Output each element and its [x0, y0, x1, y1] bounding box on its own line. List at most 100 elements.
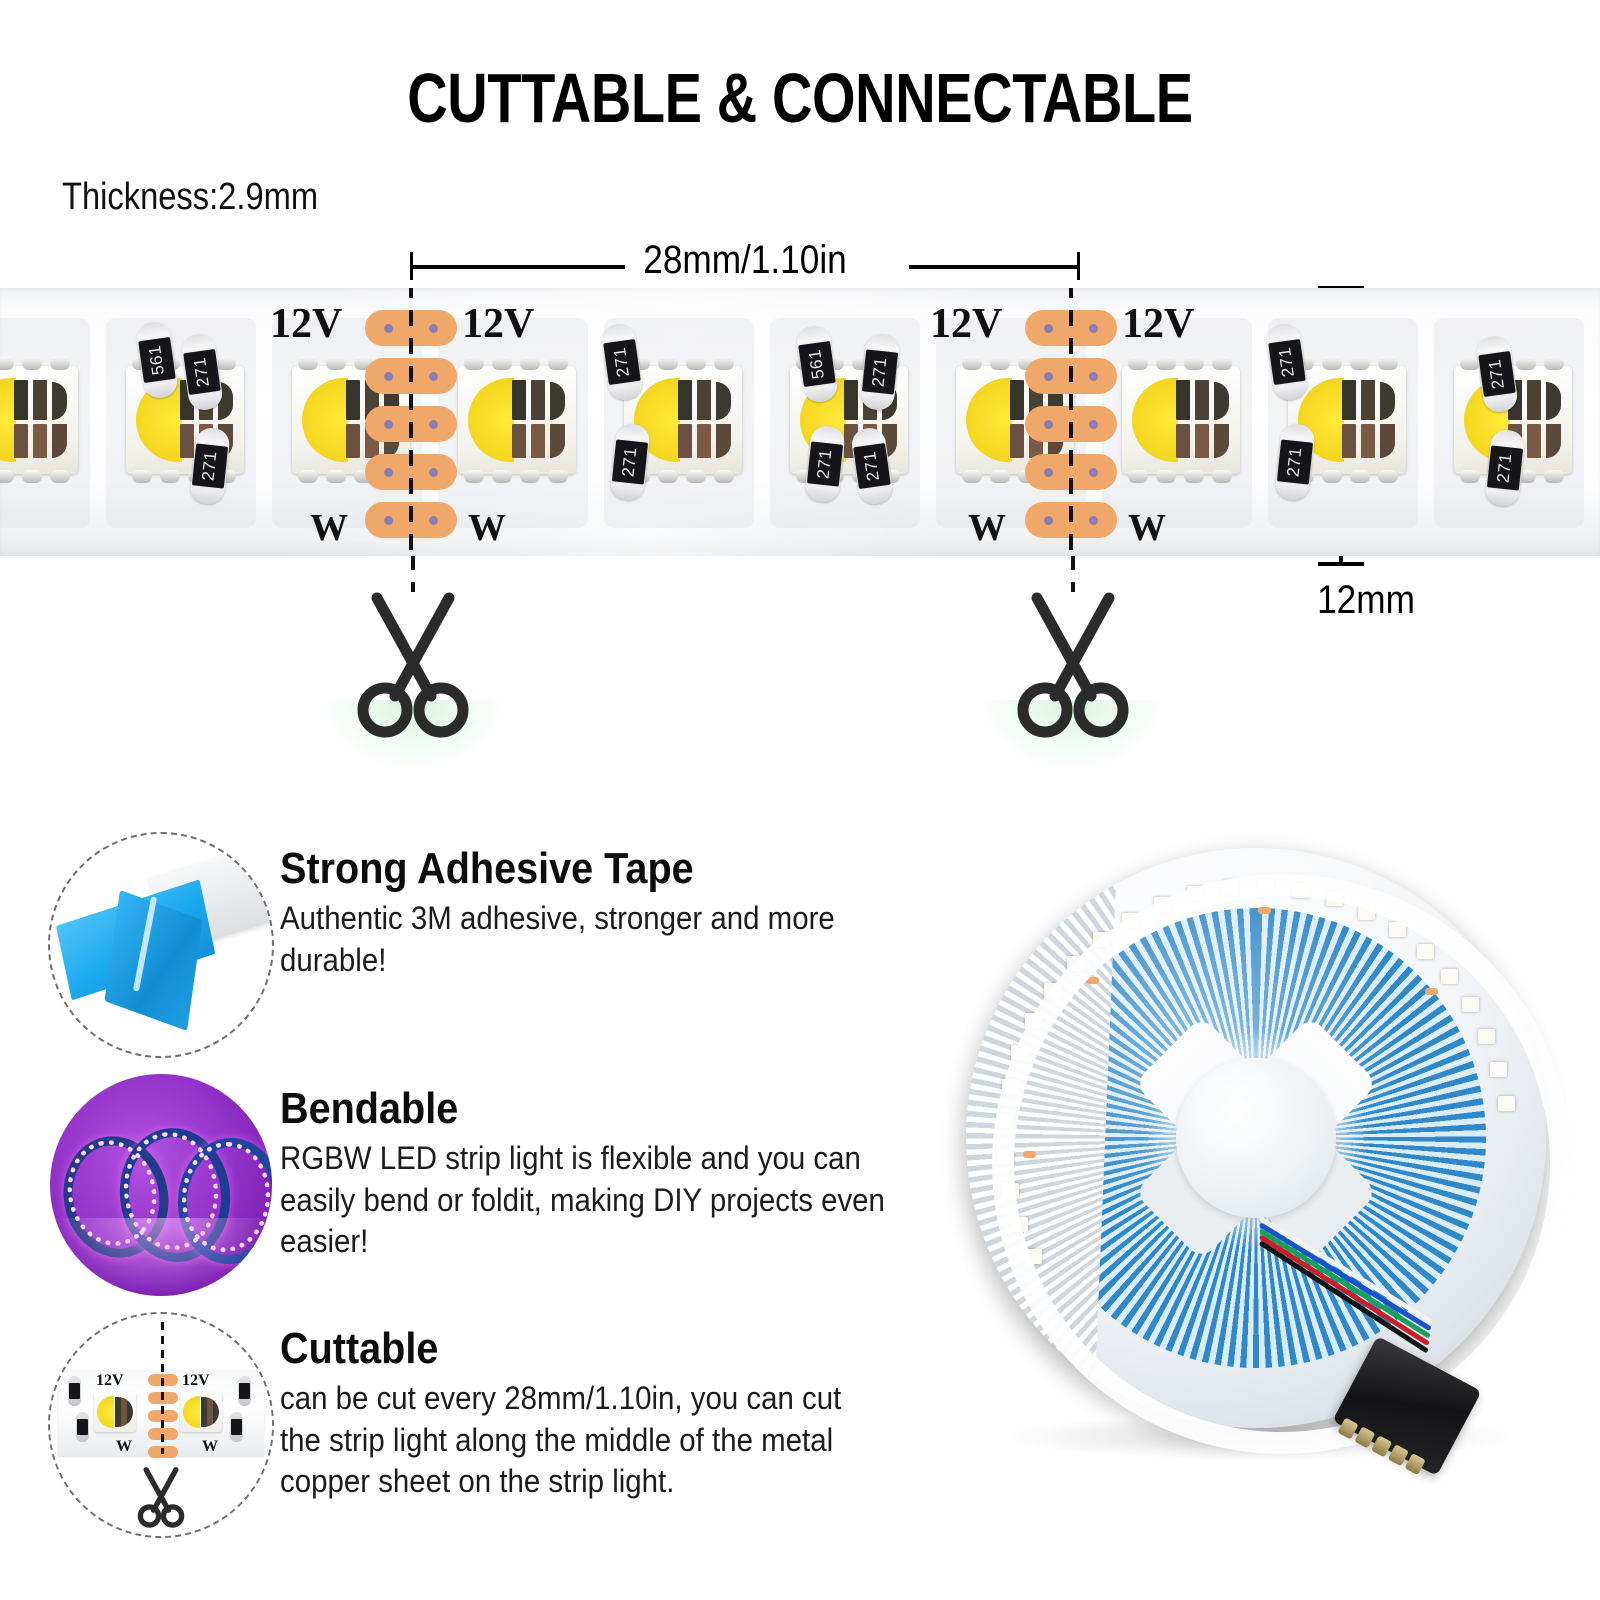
led-die	[1342, 424, 1356, 458]
led-pin	[0, 470, 14, 483]
led-strip-reel-photo	[930, 830, 1580, 1570]
mini-led-phosphor	[97, 1396, 114, 1428]
strip-label-12v: 12V	[930, 301, 1003, 347]
mini-label-w-right: W	[202, 1438, 218, 1455]
led-solder-pads	[464, 470, 570, 483]
reel-led	[1066, 955, 1084, 971]
mini-label-12v-right: 12V	[182, 1372, 210, 1389]
led-die	[716, 424, 731, 458]
reel-hub	[1176, 1058, 1336, 1218]
led-die	[531, 380, 545, 420]
led-die	[1342, 380, 1356, 420]
resistor-body: 271	[853, 442, 891, 490]
cut-line-right	[1071, 556, 1075, 592]
led-die	[512, 380, 526, 420]
led-phosphor	[468, 378, 514, 462]
led-pin	[1184, 470, 1204, 483]
reel-led	[1025, 1249, 1043, 1265]
led-die	[1195, 380, 1209, 420]
led-pin	[492, 470, 512, 483]
led-pin	[1378, 470, 1398, 483]
led-pin	[1460, 470, 1480, 483]
reel-copper-pad	[1424, 988, 1438, 996]
led-pin	[160, 470, 180, 483]
copper-cut-pads	[365, 288, 457, 556]
led-phosphor	[0, 378, 16, 462]
led-die	[1527, 380, 1541, 420]
led-phosphor	[966, 378, 1012, 462]
led-dies	[1176, 380, 1232, 460]
led-pin	[686, 357, 706, 370]
resistor-body: 271	[1268, 338, 1306, 386]
resistor-body: 561	[798, 340, 836, 388]
cut-glow-left	[323, 700, 503, 770]
connector-wire	[1258, 1234, 1431, 1347]
led-pin	[1350, 357, 1370, 370]
led-pin	[492, 357, 512, 370]
led-die	[1361, 424, 1375, 458]
mini-led-right	[180, 1392, 222, 1432]
mini-led-dies	[115, 1397, 133, 1427]
connector-wire	[1258, 1222, 1432, 1332]
reel-copper-pad	[1257, 907, 1271, 915]
feature-title: Strong Adhesive Tape	[280, 844, 694, 893]
feature-body: RGBW LED strip light is flexible and you…	[280, 1140, 885, 1260]
cut-line-left	[411, 556, 415, 592]
mini-cut-line	[161, 1322, 164, 1454]
copper-cut-pads	[1025, 288, 1117, 556]
scissors-icon-left	[353, 584, 473, 744]
reel-flange-overlay	[966, 848, 1546, 1428]
led-pin	[22, 470, 42, 483]
led-pin	[962, 470, 982, 483]
led-pin	[548, 357, 568, 370]
resistor-body: 271	[191, 443, 229, 489]
reel-visible-leds	[966, 848, 1546, 1428]
reel-led	[1358, 904, 1376, 920]
resistor-value: 271	[1485, 357, 1508, 391]
strip-label-12v: 12V	[270, 301, 343, 347]
led-solder-pads	[0, 357, 72, 370]
led-die	[52, 424, 67, 458]
feature-text-block: Cuttable can be cut every 28mm/1.10in, y…	[280, 1324, 900, 1503]
led-pin	[50, 470, 70, 483]
mini-label-w-left: W	[116, 1438, 132, 1455]
mini-resistor-2	[76, 1412, 89, 1442]
led-pin	[1156, 470, 1176, 483]
strip-label-w: W	[1128, 507, 1166, 549]
bendable-art	[50, 1074, 272, 1296]
resistor-value: 271	[1283, 446, 1306, 478]
resistor-value: 271	[868, 356, 891, 388]
led-pin	[298, 357, 318, 370]
resistor-body: 271	[603, 338, 641, 386]
led-pin	[22, 357, 42, 370]
led-pin	[132, 470, 152, 483]
led-die	[512, 424, 526, 458]
led-die	[1176, 424, 1190, 458]
led-die	[550, 424, 565, 458]
led-die	[550, 382, 565, 420]
adhesive-tape-icon	[48, 832, 274, 1058]
page-title: CUTTABLE & CONNECTABLE	[407, 59, 1193, 137]
led-pin	[1212, 470, 1232, 483]
led-pin	[326, 470, 346, 483]
led-phosphor	[302, 378, 348, 462]
led-pin	[1322, 470, 1342, 483]
reel-led	[996, 1113, 1014, 1129]
led-die	[697, 380, 711, 420]
led-pin	[658, 470, 678, 483]
reel-led	[1153, 897, 1171, 913]
led-pin	[1128, 470, 1148, 483]
resistor-value: 271	[1493, 452, 1516, 484]
connector-wire	[1258, 1240, 1430, 1354]
strip-label-w: W	[968, 507, 1006, 549]
led-solder-pads	[1128, 470, 1234, 483]
reel-led	[1001, 1078, 1019, 1094]
resistor-value: 561	[145, 343, 168, 377]
reel-led	[1416, 943, 1434, 959]
led-die	[1527, 424, 1541, 458]
cut-dash-line	[1069, 288, 1073, 556]
resistor-value: 271	[1275, 345, 1298, 379]
strip-label-w: W	[310, 507, 348, 549]
connector-pin	[1404, 1453, 1426, 1476]
led-pin	[962, 357, 982, 370]
